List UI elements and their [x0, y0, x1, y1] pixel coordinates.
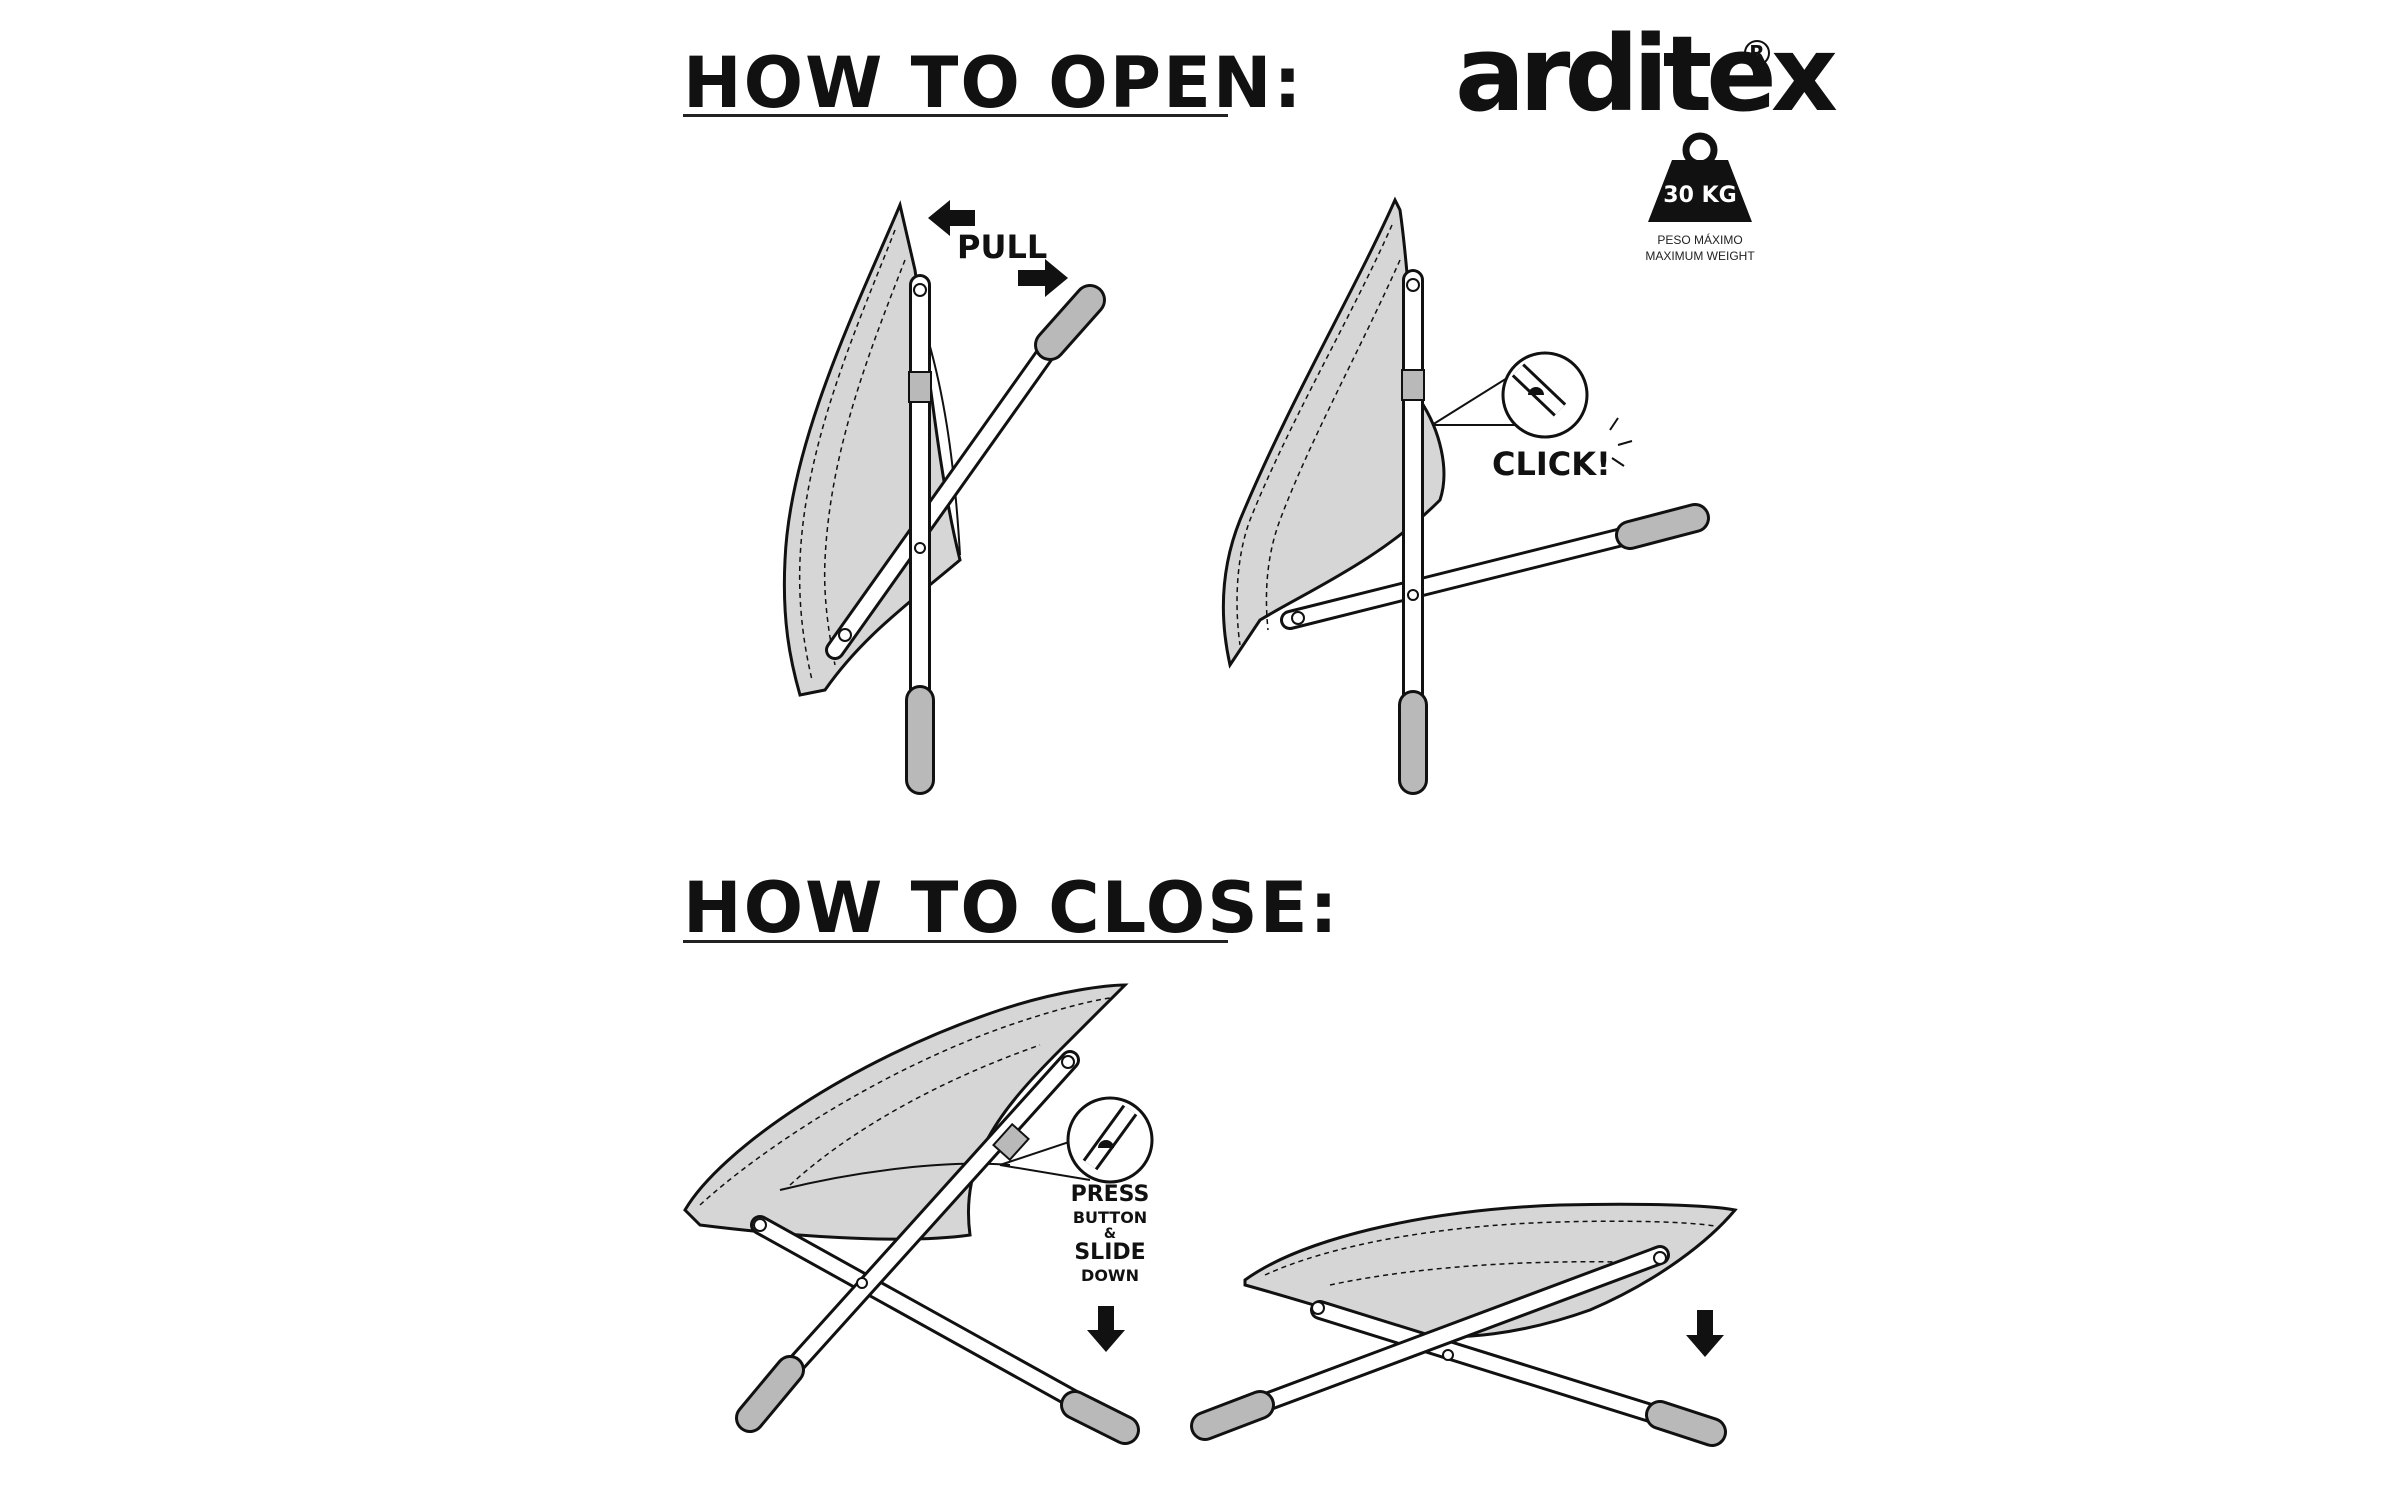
step1-folded-stool	[782, 200, 1106, 795]
arditex-logo: arditex	[1455, 13, 1838, 135]
step3-open-stool	[683, 983, 1154, 1445]
weight-caption-en: MAXIMUM WEIGHT	[1645, 249, 1755, 263]
slide-label: SLIDE	[1074, 1240, 1146, 1265]
arrow-down-icon	[1087, 1306, 1125, 1352]
how-to-close-title: HOW TO CLOSE:	[683, 867, 1340, 949]
arrow-down-icon	[1686, 1310, 1724, 1357]
click-burst-icon	[1609, 417, 1633, 467]
how-to-open-title: HOW TO OPEN:	[683, 42, 1304, 124]
how-to-close-underline	[683, 940, 1228, 943]
arrow-right-icon	[1018, 259, 1068, 297]
pull-label: PULL	[957, 228, 1048, 266]
weight-caption-es: PESO MÁXIMO	[1657, 233, 1743, 247]
click-label: CLICK!	[1492, 445, 1611, 483]
button-label: BUTTON	[1072, 1208, 1148, 1227]
how-to-open-underline	[683, 114, 1228, 117]
down-label: DOWN	[1081, 1266, 1139, 1285]
ampersand-label: &	[1103, 1226, 1117, 1242]
weight-value: 30 KG	[1663, 183, 1737, 208]
step2-open-stool	[1221, 196, 1710, 795]
registered-mark: R	[1744, 40, 1770, 66]
press-label: PRESS	[1070, 1182, 1150, 1207]
arrow-left-icon	[928, 200, 975, 236]
step4-closing-stool	[1190, 1202, 1738, 1447]
